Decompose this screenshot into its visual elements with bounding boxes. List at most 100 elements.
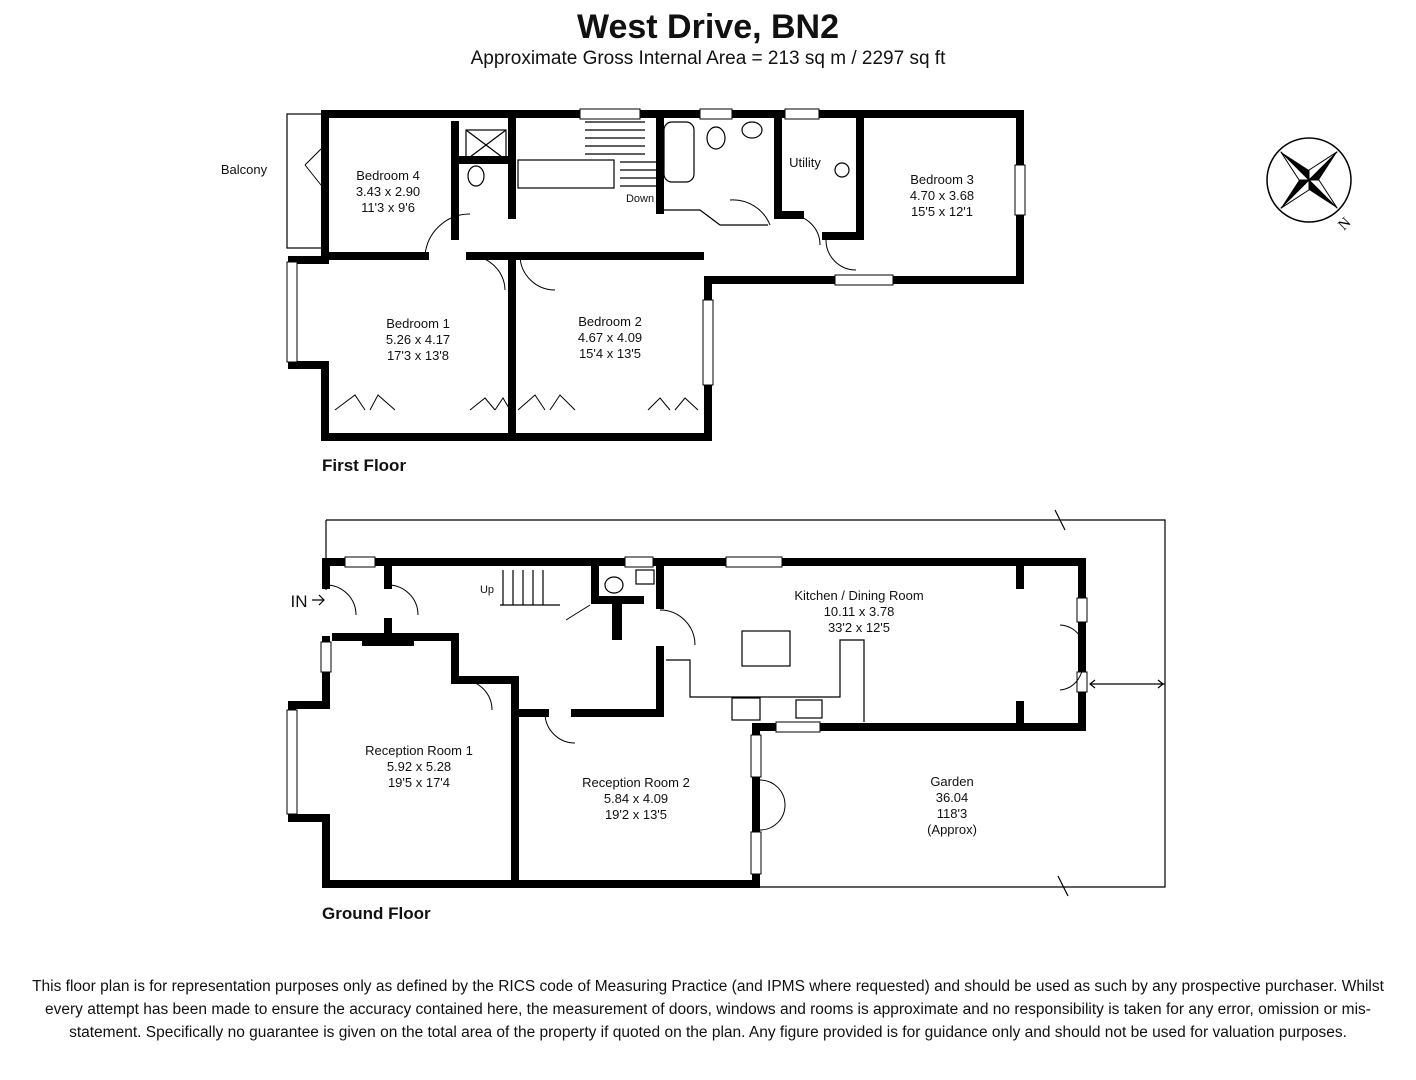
basin — [635, 569, 655, 585]
svg-text:Reception Room 2: Reception Room 2 — [582, 775, 690, 790]
balcony-label: Balcony — [221, 162, 268, 177]
svg-text:Bedroom 2: Bedroom 2 — [578, 314, 642, 329]
compass-north-label: N — [1335, 215, 1354, 234]
svg-text:19'5 x 17'4: 19'5 x 17'4 — [388, 775, 450, 790]
svg-text:19'2 x 13'5: 19'2 x 13'5 — [605, 807, 667, 822]
door — [469, 255, 506, 291]
svg-text:4.67 x 4.09: 4.67 x 4.09 — [578, 330, 642, 345]
svg-text:11'3 x 9'6: 11'3 x 9'6 — [361, 200, 415, 215]
svg-text:15'4 x 13'5: 15'4 x 13'5 — [579, 346, 641, 361]
window — [750, 831, 762, 875]
ground-floor-label: Ground Floor — [322, 904, 431, 923]
window — [579, 108, 641, 120]
ground-floor-outer-wall — [288, 558, 1086, 888]
wardrobe — [517, 394, 576, 411]
wardrobe — [647, 397, 699, 411]
window — [624, 556, 654, 568]
wardrobe — [334, 394, 396, 411]
window — [702, 299, 714, 386]
front-door — [325, 584, 357, 616]
sink — [795, 699, 823, 719]
window — [1076, 671, 1088, 693]
svg-text:36.04: 36.04 — [936, 790, 969, 805]
page-title: West Drive, BN2 — [576, 8, 840, 46]
boiler — [834, 162, 850, 178]
room-bedroom-2: Bedroom 2 4.67 x 4.09 15'4 x 13'5 — [578, 314, 642, 361]
ground-floor-plan: IN Up Kitchen / Dining Room 10.11 x 3.78… — [286, 509, 1166, 923]
balcony-outline — [286, 113, 326, 249]
first-floor-plan: Balcony Down Utility Bedroom 4 3.43 x 2.… — [221, 108, 1026, 475]
window — [344, 556, 376, 568]
window — [725, 556, 783, 568]
first-floor-outer-wall — [288, 110, 1024, 441]
kitchen-counter — [666, 639, 865, 722]
first-floor-stairs — [517, 121, 658, 189]
svg-text:Bedroom 4: Bedroom 4 — [356, 168, 420, 183]
svg-text:(Approx): (Approx) — [927, 822, 977, 837]
ground-floor-stairs — [500, 570, 560, 606]
svg-text:Bedroom 3: Bedroom 3 — [910, 172, 974, 187]
room-reception-2: Reception Room 2 5.84 x 4.09 19'2 x 13'5 — [582, 775, 690, 822]
wardrobe — [469, 397, 511, 411]
bay-window — [286, 261, 298, 363]
door — [825, 239, 857, 271]
window — [1014, 164, 1026, 216]
stairs-up-label: Up — [480, 584, 494, 596]
fireplace — [362, 634, 414, 646]
svg-text:Garden: Garden — [930, 774, 973, 789]
toilet — [467, 165, 485, 187]
utility-label: Utility — [789, 155, 821, 170]
first-floor-label: First Floor — [322, 456, 406, 475]
ground-floor-internal-walls — [332, 558, 1024, 888]
door — [729, 199, 771, 226]
door — [387, 584, 419, 616]
window — [750, 734, 762, 778]
window — [784, 108, 820, 120]
door — [789, 214, 821, 246]
svg-text:3.43 x 2.90: 3.43 x 2.90 — [356, 184, 420, 199]
room-bedroom-4: Bedroom 4 3.43 x 2.90 11'3 x 9'6 — [356, 168, 420, 215]
svg-text:Reception Room 1: Reception Room 1 — [365, 743, 473, 758]
svg-text:5.26 x 4.17: 5.26 x 4.17 — [386, 332, 450, 347]
room-reception-1: Reception Room 1 5.92 x 5.28 19'5 x 17'4 — [365, 743, 473, 790]
svg-text:10.11 x 3.78: 10.11 x 3.78 — [824, 604, 895, 619]
door — [659, 609, 696, 646]
balcony-door — [304, 144, 326, 191]
door — [461, 679, 493, 711]
svg-text:5.84 x 4.09: 5.84 x 4.09 — [604, 791, 668, 806]
compass-icon: N — [1266, 137, 1354, 234]
svg-text:Bedroom 1: Bedroom 1 — [386, 316, 450, 331]
french-doors — [759, 779, 786, 831]
window — [699, 108, 733, 120]
room-bedroom-3: Bedroom 3 4.70 x 3.68 15'5 x 12'1 — [910, 172, 974, 219]
window — [1076, 597, 1088, 623]
garden-area: Garden 36.04 118'3 (Approx) — [927, 679, 1165, 837]
svg-text:4.70 x 3.68: 4.70 x 3.68 — [910, 188, 974, 203]
svg-text:33'2 x 12'5: 33'2 x 12'5 — [828, 620, 890, 635]
toilet — [706, 126, 726, 150]
entrance-arrow-icon — [312, 594, 325, 606]
shower-tray — [465, 129, 507, 161]
property-boundary — [326, 519, 1166, 888]
door — [519, 255, 556, 291]
bathroom-partition — [660, 209, 768, 226]
stairs-down-label: Down — [626, 193, 654, 205]
svg-text:Kitchen / Dining Room: Kitchen / Dining Room — [794, 588, 923, 603]
patio-doors — [1059, 624, 1085, 691]
page-subtitle: Approximate Gross Internal Area = 213 sq… — [470, 48, 946, 69]
svg-text:17'3 x 13'8: 17'3 x 13'8 — [387, 348, 449, 363]
svg-text:15'5 x 12'1: 15'5 x 12'1 — [911, 204, 973, 219]
room-kitchen-dining: Kitchen / Dining Room 10.11 x 3.78 33'2 … — [794, 588, 923, 635]
door — [424, 213, 471, 257]
hob — [731, 697, 761, 721]
door — [565, 604, 591, 621]
toilet — [604, 576, 624, 594]
window — [775, 721, 821, 733]
window — [834, 274, 894, 286]
svg-text:5.92 x 5.28: 5.92 x 5.28 — [387, 759, 451, 774]
disclaimer-text: This floor plan is for representation pu… — [32, 978, 1384, 1041]
room-bedroom-1: Bedroom 1 5.26 x 4.17 17'3 x 13'8 — [386, 316, 450, 363]
basin — [741, 121, 763, 139]
door — [544, 712, 576, 744]
